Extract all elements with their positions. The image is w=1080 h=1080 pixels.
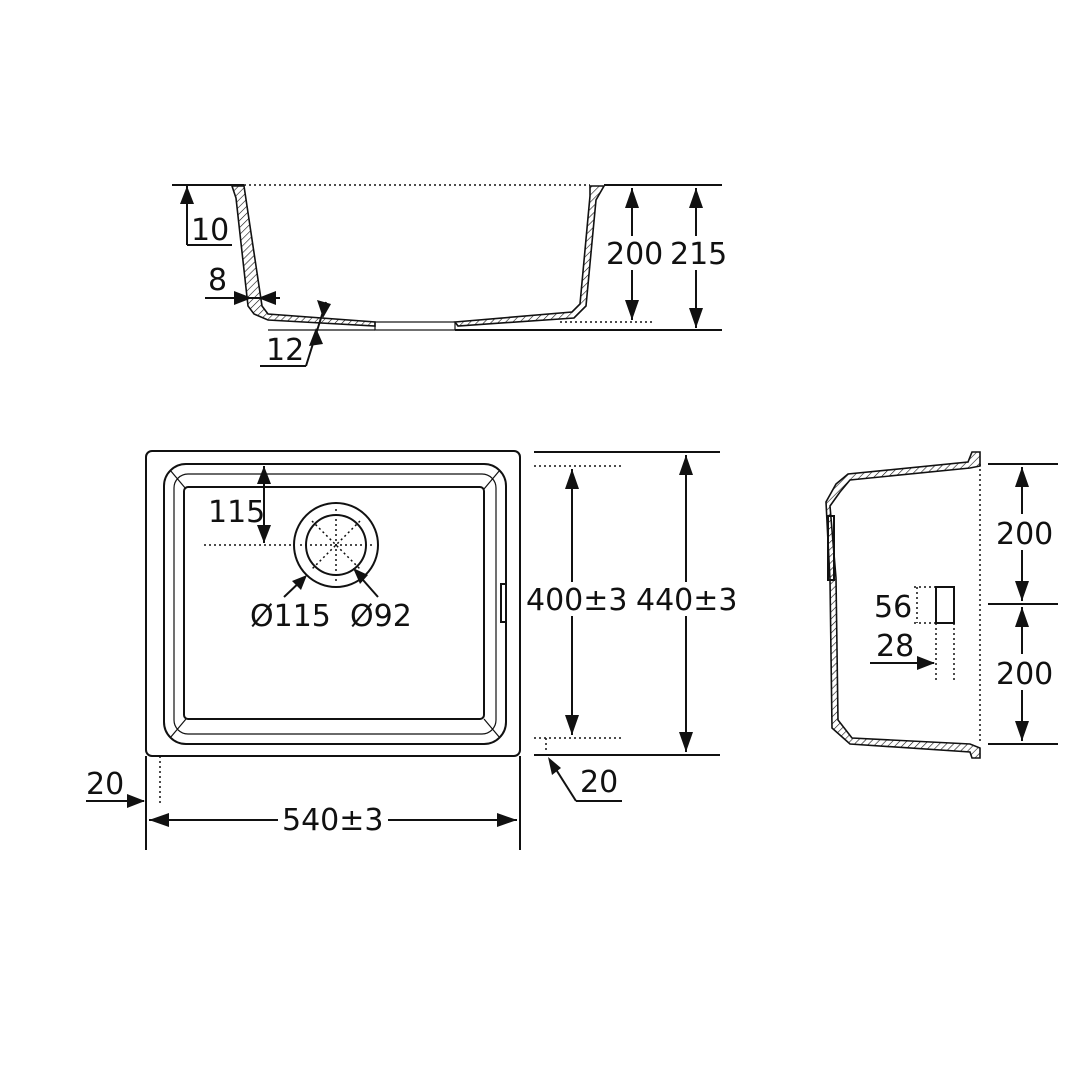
- side-view: 200 200 56 28: [825, 451, 1058, 759]
- section-drain-opening: [374, 321, 456, 331]
- plan-view: 115 Ø115 Ø92 400±3 440±3 20: [86, 450, 738, 850]
- dim-inner-length: 400±3: [526, 583, 627, 618]
- drain-icon: [293, 502, 379, 588]
- dim-outer-length: 440±3: [636, 583, 737, 618]
- dim-drain-inner-diameter: Ø92: [350, 599, 412, 634]
- dim-outer-width: 540±3: [282, 803, 383, 838]
- dim-drain-outer-diameter: Ø115: [250, 599, 331, 634]
- overflow-detail: [935, 586, 955, 624]
- section-profile-right: [453, 185, 606, 327]
- dim-bottom-thickness: 12: [266, 333, 304, 368]
- side-overflow-slot: [827, 515, 835, 581]
- section-view: 10 8 12 200 215: [172, 184, 727, 368]
- plan-overflow-slot: [500, 583, 507, 623]
- dim-lower-half: 200: [996, 657, 1053, 692]
- dim-total-depth: 215: [670, 237, 727, 272]
- dim-upper-half: 200: [996, 517, 1053, 552]
- dim-inner-depth: 200: [606, 237, 663, 272]
- dim-overflow-height: 56: [874, 590, 912, 625]
- section-profile: [230, 185, 376, 327]
- dim-wall-thickness: 8: [208, 263, 227, 298]
- side-profile: [825, 451, 981, 759]
- plan-bowl-inner: [183, 486, 485, 720]
- dim-drain-offset: 115: [208, 495, 265, 530]
- dim-overflow-width: 28: [876, 629, 914, 664]
- dim-rim-height: 10: [191, 213, 229, 248]
- plan-outer-rim: [145, 450, 521, 757]
- dim-left-margin: 20: [86, 767, 124, 802]
- dim-bottom-margin: 20: [580, 765, 618, 800]
- plan-bowl-mid: [173, 473, 497, 735]
